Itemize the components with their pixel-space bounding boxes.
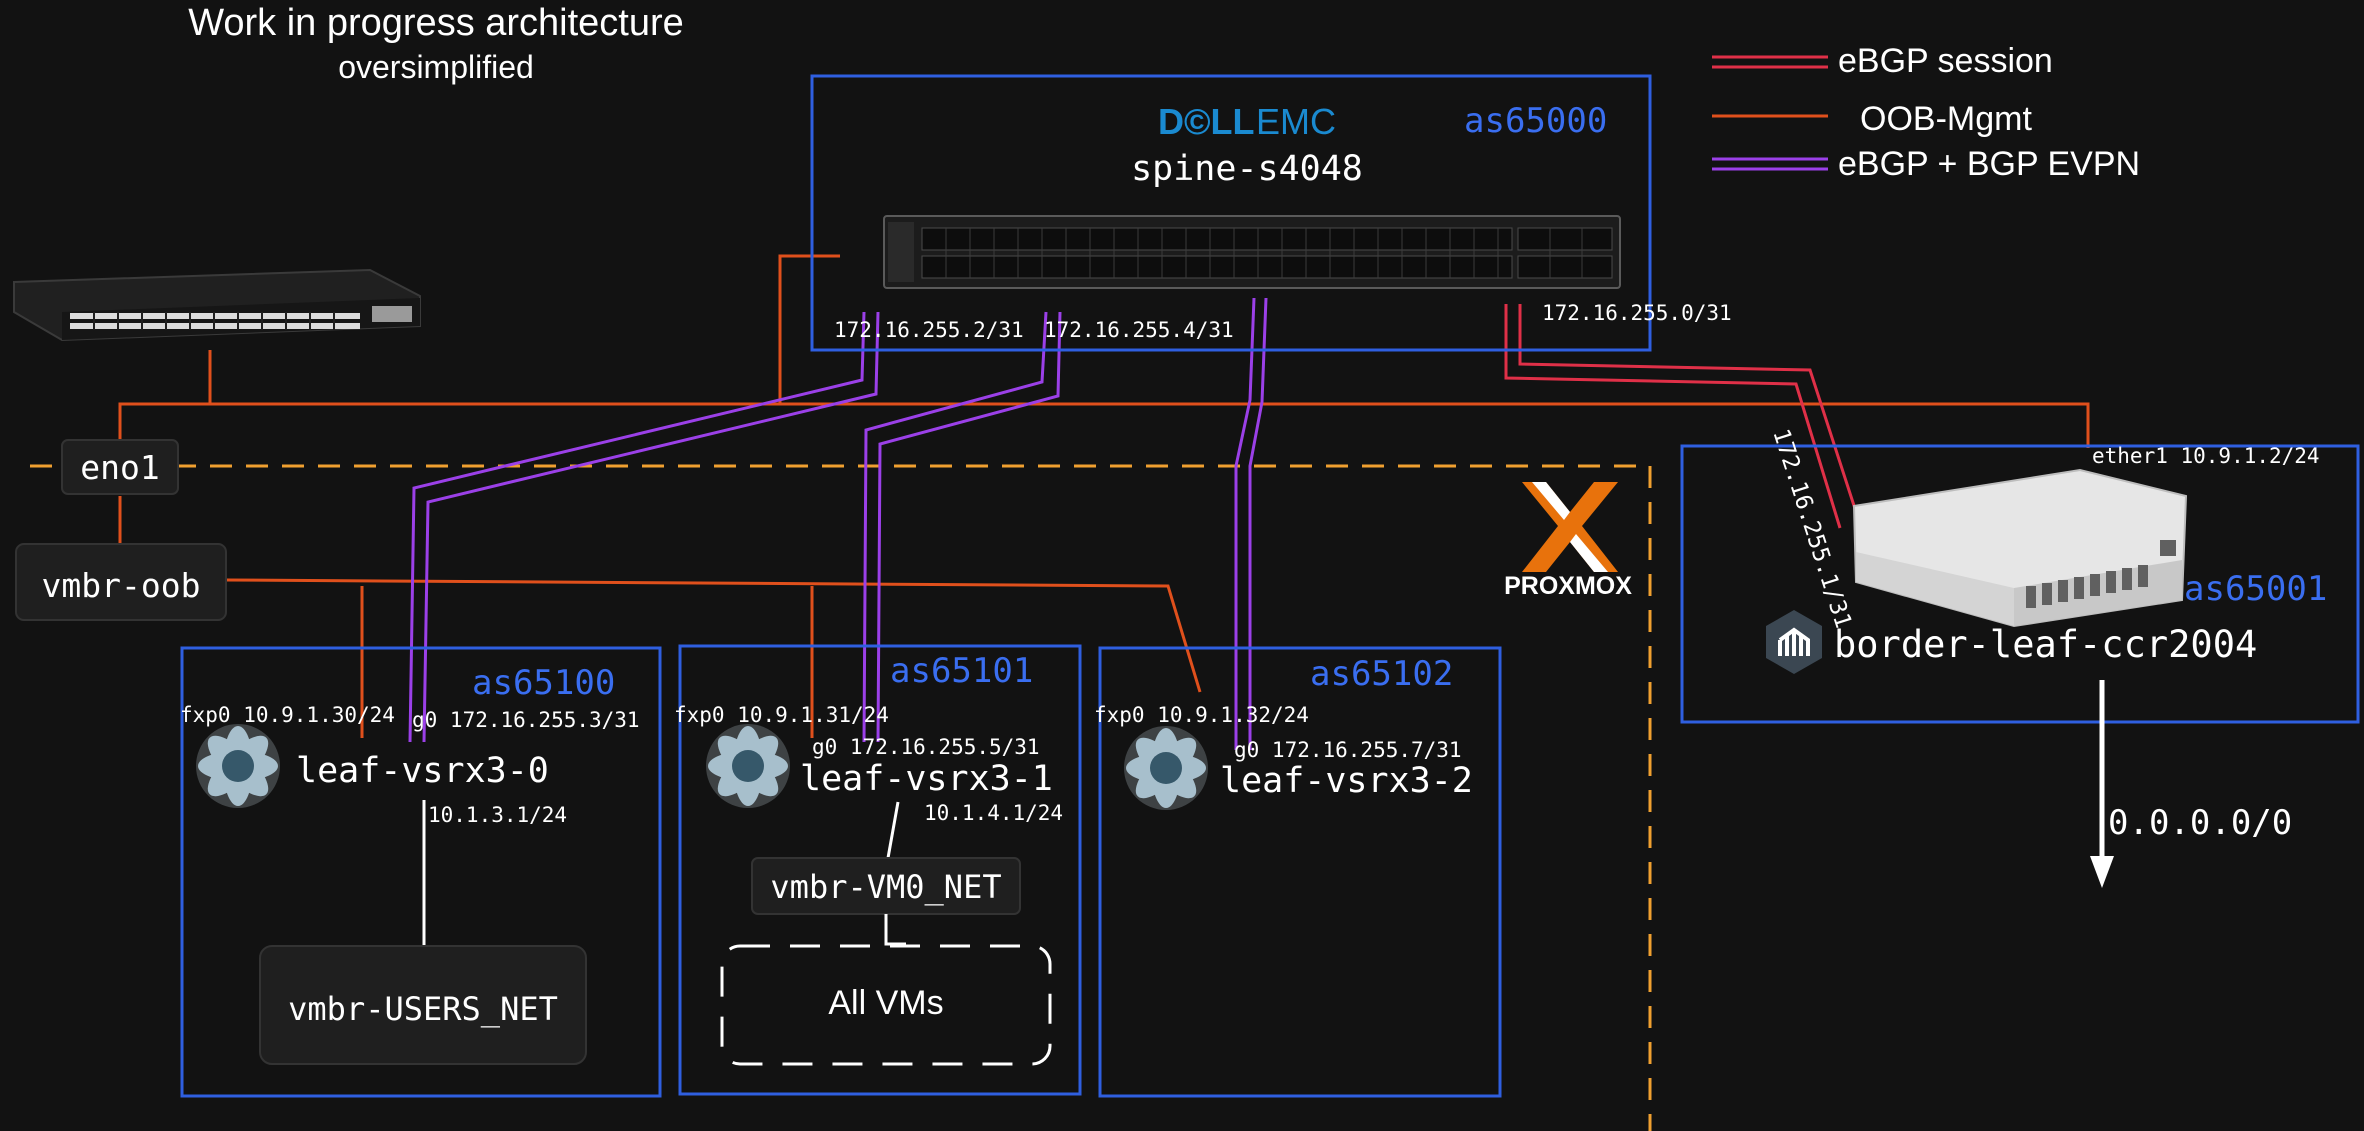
leaf-1: as65101 fxp0 10.9.1.31/24 g0 172.16.255.… — [674, 644, 1082, 1096]
border-asn: as65001 — [2184, 569, 2327, 609]
arrow-down-icon — [2090, 856, 2114, 888]
legend: eBGP session OOB-Mgmt eBGP + BGP EVPN — [1712, 42, 2140, 183]
ccr2004-router-image — [1852, 468, 2188, 628]
all-vms-label: All VMs — [828, 984, 943, 1022]
eno1-node: eno1 — [61, 439, 179, 495]
legend-oob: OOB-Mgmt — [1712, 100, 2032, 138]
leaf-2-asn: as65102 — [1310, 654, 1453, 694]
all-vms-group: All VMs — [720, 944, 1052, 1066]
diagram-subtitle: oversimplified — [338, 49, 534, 85]
juniper-flower-icon — [706, 724, 790, 808]
proxmox-boundary — [30, 464, 1652, 1131]
leaf-1-name: leaf-vsrx3-1 — [800, 759, 1053, 799]
leaf-0-lan-ip: 10.1.3.1/24 — [428, 803, 567, 827]
border-leaf-box — [1680, 444, 2360, 724]
spine-asn: as65000 — [1464, 101, 1607, 141]
juniper-flower-icon — [196, 724, 280, 808]
border-ether1: ether1 10.9.1.2/24 — [2092, 444, 2320, 468]
spine-box — [810, 74, 1652, 352]
vm-net-node: vmbr-VM0_NET — [751, 857, 1021, 915]
proxmox-logo: PROXMOX — [1504, 482, 1632, 600]
spine-name: spine-s4048 — [1131, 149, 1363, 189]
leaf-0: as65100 fxp0 10.9.1.30/24 g0 172.16.255.… — [180, 646, 662, 1098]
eno1-label: eno1 — [80, 448, 159, 487]
users-net-label: vmbr-USERS_NET — [288, 990, 558, 1028]
proxmox-label: PROXMOX — [1504, 572, 1632, 600]
leaf-2: as65102 fxp0 10.9.1.32/24 g0 172.16.255.… — [1094, 646, 1502, 1098]
vmbr-oob-node: vmbr-oob — [15, 543, 227, 621]
juniper-flower-icon — [1124, 726, 1208, 810]
leaf-2-fxp0: fxp0 10.9.1.32/24 — [1094, 703, 1309, 727]
spine-ip-2: 172.16.255.4/31 — [1044, 318, 1234, 342]
leaf-2-box — [1098, 646, 1502, 1098]
leaf-1-g0: g0 172.16.255.5/31 — [812, 735, 1040, 759]
mikrotik-icon — [1766, 610, 1822, 674]
legend-evpn: eBGP + BGP EVPN — [1712, 145, 2140, 183]
oob-switch-image — [13, 268, 421, 342]
leaf-0-name: leaf-vsrx3-0 — [296, 751, 549, 791]
default-route-label: 0.0.0.0/0 — [2108, 803, 2292, 843]
leaf-2-g0: g0 172.16.255.7/31 — [1234, 738, 1462, 762]
leaf-0-g0: g0 172.16.255.3/31 — [412, 708, 640, 732]
diagram-title: Work in progress architecture — [188, 2, 684, 44]
proxmox-x-icon — [1522, 482, 1618, 572]
spine-ip-3: 172.16.255.0/31 — [1542, 301, 1732, 325]
spine-switch-image — [883, 215, 1621, 289]
border-ip: 172.16.255.1/31 — [1767, 426, 1856, 632]
legend-ebgp: eBGP session — [1712, 42, 2053, 80]
leaf-1-box — [678, 644, 1082, 1096]
users-net-node: vmbr-USERS_NET — [259, 945, 587, 1065]
ebgp-link — [1504, 304, 1860, 529]
dell-emc-logo: D©LL EMC — [1158, 101, 1336, 142]
leaf-0-fxp0: fxp0 10.9.1.30/24 — [180, 703, 395, 727]
border-leaf: ether1 10.9.1.2/24 172.16.255.1/31 borde… — [1680, 426, 2360, 724]
leaf-0-asn: as65100 — [472, 663, 615, 703]
vmbr-oob-label: vmbr-oob — [42, 566, 201, 605]
leaf-1-fxp0: fxp0 10.9.1.31/24 — [674, 703, 889, 727]
dell-wordmark: D©LL — [1158, 101, 1255, 142]
emc-wordmark: EMC — [1256, 101, 1336, 142]
leaf-1-asn: as65101 — [890, 651, 1033, 691]
legend-oob-label: OOB-Mgmt — [1860, 100, 2032, 138]
default-route: 0.0.0.0/0 — [2090, 680, 2292, 888]
legend-ebgp-label: eBGP session — [1838, 42, 2053, 80]
legend-evpn-label: eBGP + BGP EVPN — [1838, 145, 2140, 183]
leaf-0-box — [180, 646, 662, 1098]
leaf-1-lan-ip: 10.1.4.1/24 — [924, 801, 1063, 825]
leaf-2-name: leaf-vsrx3-2 — [1220, 761, 1473, 801]
vm-net-label: vmbr-VM0_NET — [770, 868, 1001, 906]
spine-ip-1: 172.16.255.2/31 — [834, 318, 1024, 342]
border-name: border-leaf-ccr2004 — [1834, 623, 2257, 666]
